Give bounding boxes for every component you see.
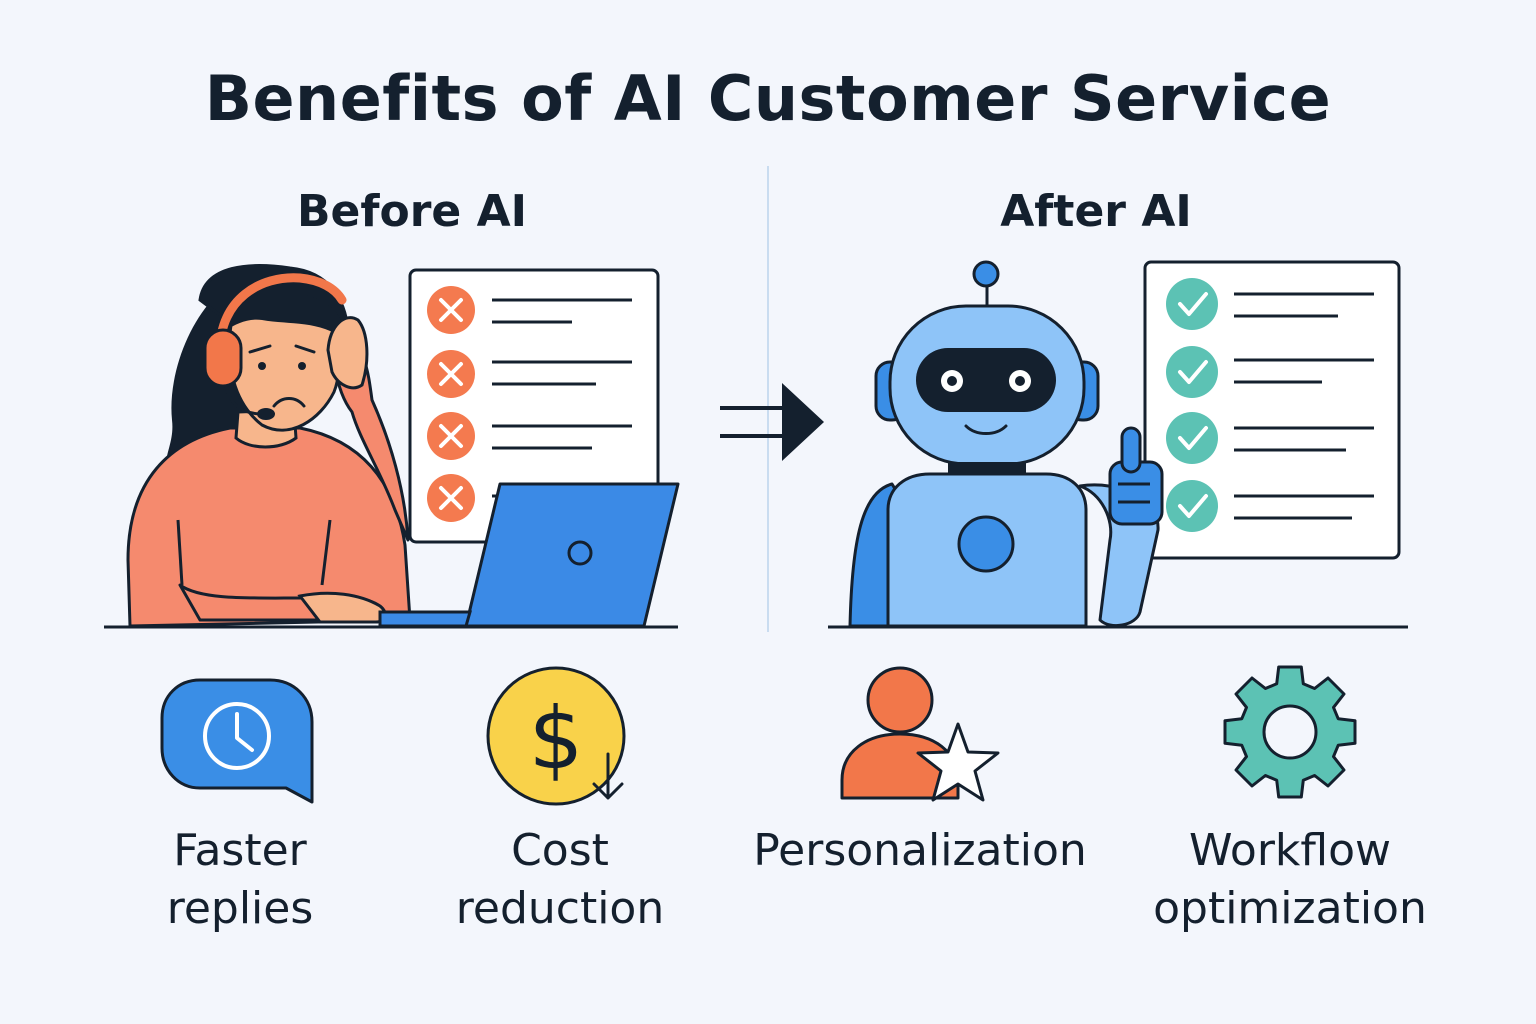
benefit-label-line: Workflow bbox=[1188, 825, 1392, 876]
person-star-icon bbox=[840, 666, 1000, 802]
benefit-label-line: optimization bbox=[1153, 883, 1427, 934]
benefit-cost-reduction: Cost reduction bbox=[410, 822, 710, 938]
check-icon bbox=[1166, 412, 1218, 464]
section-divider bbox=[767, 166, 769, 632]
dollar-coin-down-icon: $ bbox=[486, 666, 626, 806]
friendly-robot bbox=[848, 260, 1164, 628]
after-checklist-card bbox=[1143, 260, 1401, 560]
before-ai-heading: Before AI bbox=[296, 186, 528, 237]
check-icon bbox=[1166, 278, 1218, 330]
benefit-label-line: replies bbox=[166, 883, 314, 934]
clock-chat-bubble-icon bbox=[160, 678, 314, 804]
thumbs-up-icon bbox=[1108, 426, 1164, 526]
benefit-personalization: Personalization bbox=[720, 822, 1120, 880]
fail-icon bbox=[427, 474, 475, 522]
before-checklist-card bbox=[408, 268, 660, 544]
benefit-label-line: Personalization bbox=[753, 825, 1087, 876]
check-icon bbox=[1166, 480, 1218, 532]
benefit-label-line: reduction bbox=[455, 883, 665, 934]
benefit-label-line: Cost bbox=[511, 825, 609, 876]
fail-icon bbox=[427, 350, 475, 398]
fail-icon bbox=[427, 286, 475, 334]
stressed-support-agent bbox=[126, 264, 412, 628]
page-title: Benefits of AI Customer Service bbox=[204, 62, 1332, 135]
svg-text:$: $ bbox=[529, 689, 584, 789]
check-icon bbox=[1166, 346, 1218, 398]
benefit-faster-replies: Faster replies bbox=[90, 822, 390, 938]
benefit-workflow-optimization: Workflow optimization bbox=[1130, 822, 1450, 938]
benefit-label-line: Faster bbox=[173, 825, 307, 876]
gear-icon bbox=[1223, 665, 1357, 799]
transition-arrow-icon bbox=[720, 383, 824, 461]
after-ai-heading: After AI bbox=[1000, 186, 1192, 237]
fail-icon bbox=[427, 412, 475, 460]
